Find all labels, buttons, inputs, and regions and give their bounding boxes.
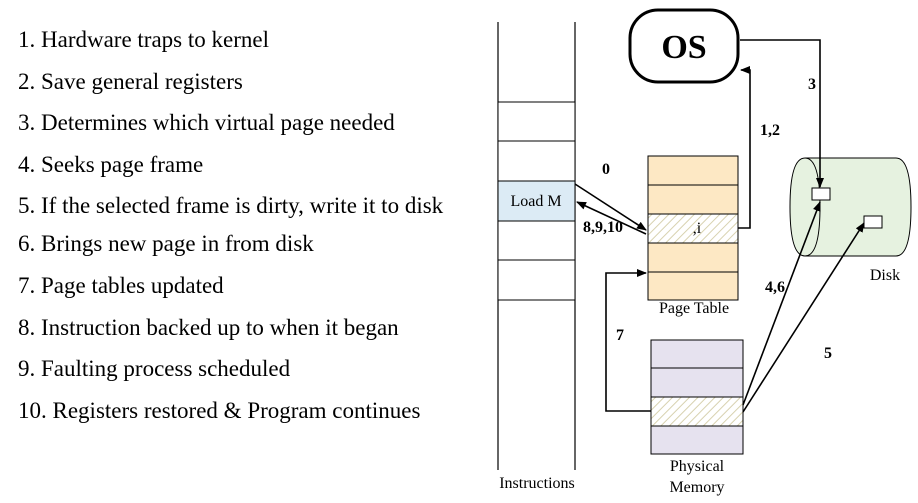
- physical-memory-label-2: Memory: [669, 479, 724, 496]
- disk-block-2: [863, 215, 883, 229]
- arrow-step-1-2: [738, 66, 751, 229]
- physical-memory-frame: [650, 396, 744, 427]
- arrow-step-4-6: [742, 201, 821, 406]
- label-step-8-9-10: 8,9,10: [583, 219, 623, 236]
- label-step-7: 7: [616, 327, 624, 344]
- step-item: 9. Faulting process scheduled: [18, 356, 291, 382]
- os-label: OS: [661, 29, 706, 66]
- disk-label: Disk: [870, 267, 900, 284]
- arrow-step-8-9-10: [576, 201, 647, 235]
- instructions-column: Load M Instructions: [497, 22, 576, 492]
- arrow-step-5: [742, 222, 865, 413]
- physical-memory: Physical Memory: [650, 339, 744, 496]
- instructions-label: Instructions: [499, 475, 575, 492]
- page-fault-steps-list: 1. Hardware traps to kernel 2. Save gene…: [18, 26, 478, 438]
- label-step-4-6: 4,6: [765, 279, 785, 296]
- step-item: 6. Brings new page in from disk: [18, 231, 314, 257]
- step-item: 7. Page tables updated: [18, 272, 224, 298]
- page-table-entry: [647, 213, 739, 244]
- os-box: OS: [628, 8, 740, 84]
- disk-block-1: [811, 187, 831, 201]
- label-step-0: 0: [602, 161, 610, 178]
- page-table: ,i Page Table: [647, 155, 739, 317]
- step-item: 5. If the selected frame is dirty, write…: [18, 193, 444, 219]
- step-item: 10. Registers restored & Program continu…: [18, 397, 421, 423]
- arrow-step-0: [574, 183, 647, 231]
- step-item: 3. Determines which virtual page needed: [18, 110, 395, 136]
- arrow-step-3: [740, 39, 824, 188]
- step-item: 2. Save general registers: [18, 68, 243, 94]
- label-step-5: 5: [824, 345, 832, 362]
- label-step-1-2: 1,2: [760, 122, 780, 139]
- arrow-labels: 0 8,9,10 1,2 3 4,6 5 7: [583, 76, 832, 362]
- load-m-cell: [497, 180, 576, 222]
- arrows: [574, 39, 865, 413]
- arrow-step-7: [605, 269, 651, 412]
- page-table-entry-label: ,i: [693, 220, 702, 237]
- physical-memory-label-1: Physical: [670, 458, 725, 475]
- step-item: 4. Seeks page frame: [18, 151, 204, 177]
- label-step-3: 3: [808, 76, 816, 93]
- disk: Disk: [789, 157, 912, 284]
- step-item: 1. Hardware traps to kernel: [18, 27, 269, 52]
- load-m-label: Load M: [510, 193, 561, 210]
- page-table-label: Page Table: [659, 300, 729, 317]
- step-item: 8. Instruction backed up to when it bega…: [18, 314, 399, 340]
